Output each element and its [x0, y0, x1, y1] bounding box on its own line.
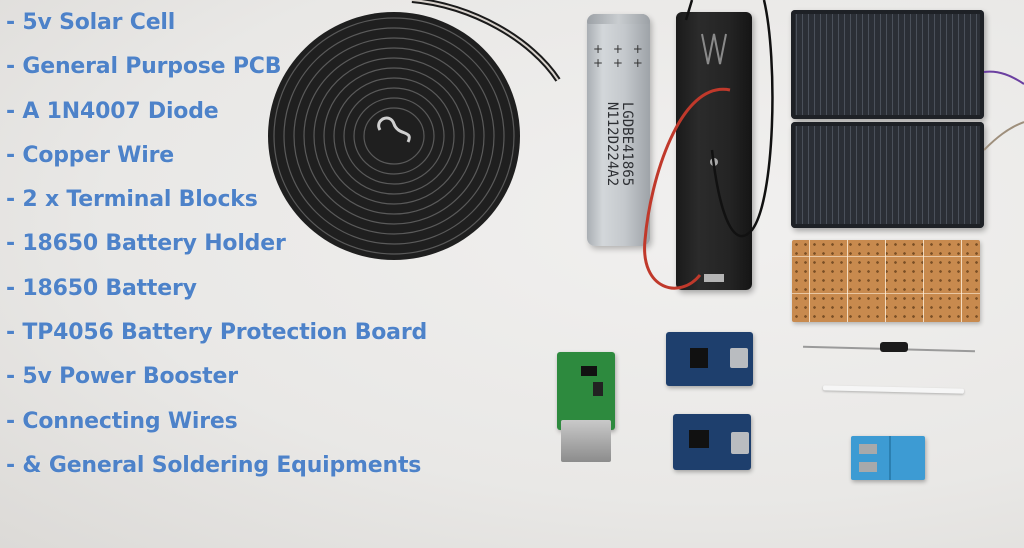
list-item-pcb: - General Purpose PCB: [6, 54, 282, 80]
5v-power-booster: [557, 352, 615, 430]
18650-battery: + + + + + + LGDBE41865 N112D224A2: [587, 14, 650, 246]
list-item-connecting-wires: - Connecting Wires: [6, 408, 238, 434]
connecting-wire: [822, 385, 965, 394]
terminal-block: [851, 436, 925, 480]
1n4007-diode: [880, 342, 908, 352]
tp4056-board-2: [673, 414, 751, 470]
usb-port: [561, 420, 611, 462]
component-list: - 5v Solar Cell - General Purpose PCB - …: [6, 12, 427, 499]
holder-wires: [643, 0, 774, 290]
solar-panel-1: [791, 10, 984, 119]
list-item-diode: - A 1N4007 Diode: [6, 98, 219, 124]
list-item-battery: - 18650 Battery: [6, 275, 197, 301]
list-item-terminal-blocks: - 2 x Terminal Blocks: [6, 187, 258, 213]
list-item-battery-holder: - 18650 Battery Holder: [6, 231, 286, 257]
list-item-tp4056: - TP4056 Battery Protection Board: [6, 320, 428, 346]
wire-coil-image: [268, 0, 561, 260]
solar-panel-2: [791, 122, 984, 228]
list-item-power-booster: - 5v Power Booster: [6, 364, 238, 390]
list-item-copper-wire: - Copper Wire: [6, 142, 174, 168]
tp4056-board-1: [666, 332, 753, 386]
battery-label: LGDBE41865 N112D224A2: [603, 101, 635, 187]
battery-holder: [676, 12, 752, 290]
list-item-solar-cell: - 5v Solar Cell: [6, 10, 176, 35]
battery-plus-marks: + + + + + +: [593, 42, 646, 70]
solar-panel-wires: [984, 70, 1024, 151]
list-item-soldering-equipment: - & General Soldering Equipments: [6, 452, 422, 478]
general-purpose-pcb: [792, 240, 980, 322]
